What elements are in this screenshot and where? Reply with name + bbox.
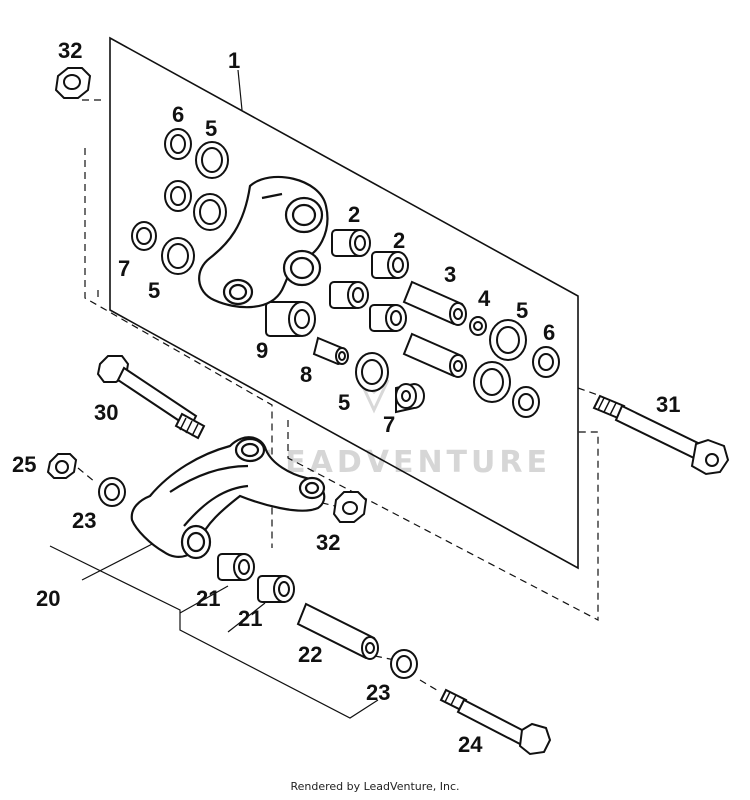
nut-32-top xyxy=(54,67,92,99)
washer-4 xyxy=(469,316,487,336)
callout-21a: 21 xyxy=(196,586,220,611)
callout-1: 1 xyxy=(228,48,240,73)
callout-3: 3 xyxy=(444,262,456,287)
callout-4: 4 xyxy=(478,286,491,311)
bushing-23-left xyxy=(98,477,126,507)
callout-20: 20 xyxy=(36,586,60,611)
needle-bearings-21 xyxy=(217,553,295,603)
kit-panel xyxy=(109,36,579,570)
bushing-23-right xyxy=(390,649,418,679)
bearing-5-mid xyxy=(355,352,389,392)
seal-7-left xyxy=(131,221,157,251)
callout-25: 25 xyxy=(12,452,36,477)
nut-32-lower xyxy=(332,491,368,523)
callout-24: 24 xyxy=(458,732,483,757)
sleeve-3-upper xyxy=(402,280,467,326)
seal-7-right xyxy=(395,382,425,414)
callout-5d: 5 xyxy=(338,390,350,415)
watermark-text: LEADVENTURE xyxy=(262,445,551,480)
needle-bearing-21a xyxy=(217,553,255,581)
seal-6-left xyxy=(164,128,192,160)
callout-5c: 5 xyxy=(516,298,528,323)
callout-labels: 1 2 2 3 4 5 5 5 5 6 6 7 7 8 9 20 21 21 2… xyxy=(12,38,680,757)
callout-7a: 7 xyxy=(118,256,130,281)
callout-23b: 23 xyxy=(366,680,390,705)
bearing-5-top-left xyxy=(195,141,229,179)
bearing-right-lower xyxy=(473,361,511,403)
callout-5a: 5 xyxy=(205,116,217,141)
bearings xyxy=(131,128,560,418)
callout-21b: 21 xyxy=(238,606,262,631)
callout-2a: 2 xyxy=(348,202,360,227)
sleeve-3-lower xyxy=(402,332,467,378)
watermark: LEADVENTURE xyxy=(262,378,551,480)
callout-6a: 6 xyxy=(172,102,184,127)
needle-bearing-2c xyxy=(329,281,369,309)
sleeve-22 xyxy=(296,602,379,660)
bolt-30 xyxy=(96,355,206,440)
bolt-31 xyxy=(592,394,730,476)
bushing-9 xyxy=(265,301,316,337)
callout-7b: 7 xyxy=(383,412,395,437)
callout-5b: 5 xyxy=(148,278,160,303)
seal-6-right xyxy=(532,346,560,378)
needle-bearing-21b xyxy=(257,575,295,603)
callout-9: 9 xyxy=(256,338,268,363)
bearing-left-mid xyxy=(193,193,227,231)
bearing-5-right xyxy=(489,319,527,361)
spacer-8 xyxy=(312,336,349,366)
seal-right-lower xyxy=(512,386,540,418)
needle-bearing-2b xyxy=(371,251,409,279)
bearing-5-lower-left xyxy=(161,237,195,275)
callout-6b: 6 xyxy=(543,320,555,345)
link-arm xyxy=(198,175,329,309)
callout-2b: 2 xyxy=(393,228,405,253)
needle-bearing-2a xyxy=(331,229,371,257)
pull-rod-20 xyxy=(130,436,326,560)
callout-32a: 32 xyxy=(58,38,82,63)
needle-bearing-2d xyxy=(369,304,407,332)
callout-30: 30 xyxy=(94,400,118,425)
footer-credit: Rendered by LeadVenture, Inc. xyxy=(290,780,460,793)
callout-31: 31 xyxy=(656,392,680,417)
bolt-24 xyxy=(439,688,552,756)
nut-25 xyxy=(46,453,78,479)
leader-lines xyxy=(49,69,379,719)
seal-left-mid xyxy=(164,180,192,212)
callout-22: 22 xyxy=(298,642,322,667)
callout-8: 8 xyxy=(300,362,312,387)
callout-23a: 23 xyxy=(72,508,96,533)
callout-32b: 32 xyxy=(316,530,340,555)
